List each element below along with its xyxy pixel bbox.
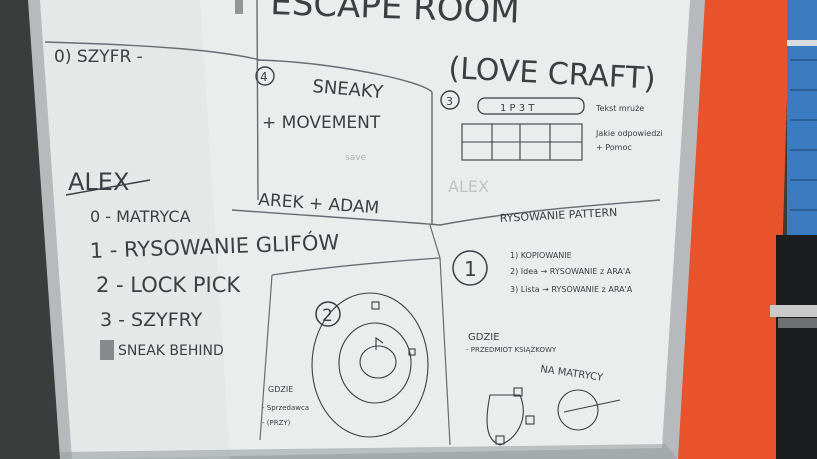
section4-faint-note: save xyxy=(345,153,367,163)
list-item-4: SNEAK BEHIND xyxy=(118,343,224,359)
section3-box-text: 1 P 3 T xyxy=(500,103,535,114)
gdzie-1-sub: - PRZEDMIOT KSIĄŻKOWY xyxy=(466,345,557,354)
section3-note-3: + Pomoc xyxy=(596,143,632,152)
matrix-sketch xyxy=(486,387,621,446)
gdzie-2-sub-1: - Sprzedawca xyxy=(262,404,309,412)
gdzie-2: GDZIE xyxy=(268,385,293,394)
section1-line-3: 3) Lista → RYSOWANIE z ARA'A xyxy=(510,285,633,294)
alex-heading: ALEX xyxy=(68,168,129,196)
section1-title: RYSOWANIE PATTERN xyxy=(499,206,617,225)
gdzie-1: GDZIE xyxy=(468,332,500,343)
section3-number: 3 xyxy=(446,95,453,108)
section2-circle xyxy=(315,301,341,327)
section4-number: 4 xyxy=(260,70,268,84)
section1-circle xyxy=(452,250,488,286)
section4-circle xyxy=(255,66,275,86)
list-scribble xyxy=(100,340,114,360)
faint-alex: ALEX xyxy=(448,177,489,196)
lock-sketch xyxy=(311,292,429,438)
list-item-0: 0 - MATRYCA xyxy=(90,207,191,226)
section1-line-2: 2) Idea → RYSOWANIE z ARA'A xyxy=(510,267,631,276)
section1-number: 1 xyxy=(464,257,477,281)
section3-box xyxy=(477,97,585,115)
orange-wall xyxy=(668,0,790,459)
section3-grid xyxy=(461,123,583,161)
list-item-2: 2 - LOCK PICK xyxy=(96,273,241,297)
gdzie-2-sub-2: - (PRZY) xyxy=(262,419,291,427)
section1-line-1: 1) KOPIOWANIE xyxy=(510,251,572,260)
section3-note-2: Jakie odpowiedzi xyxy=(595,129,663,138)
section4-subtitle: + MOVEMENT xyxy=(262,113,381,133)
list-item-3: 3 - SZYFRY xyxy=(100,309,203,331)
section3-circle xyxy=(440,90,460,110)
office-background xyxy=(776,235,817,459)
section0-label: 0) SZYFR - xyxy=(54,47,143,67)
section3-note-1: Tekst mruże xyxy=(595,104,644,113)
